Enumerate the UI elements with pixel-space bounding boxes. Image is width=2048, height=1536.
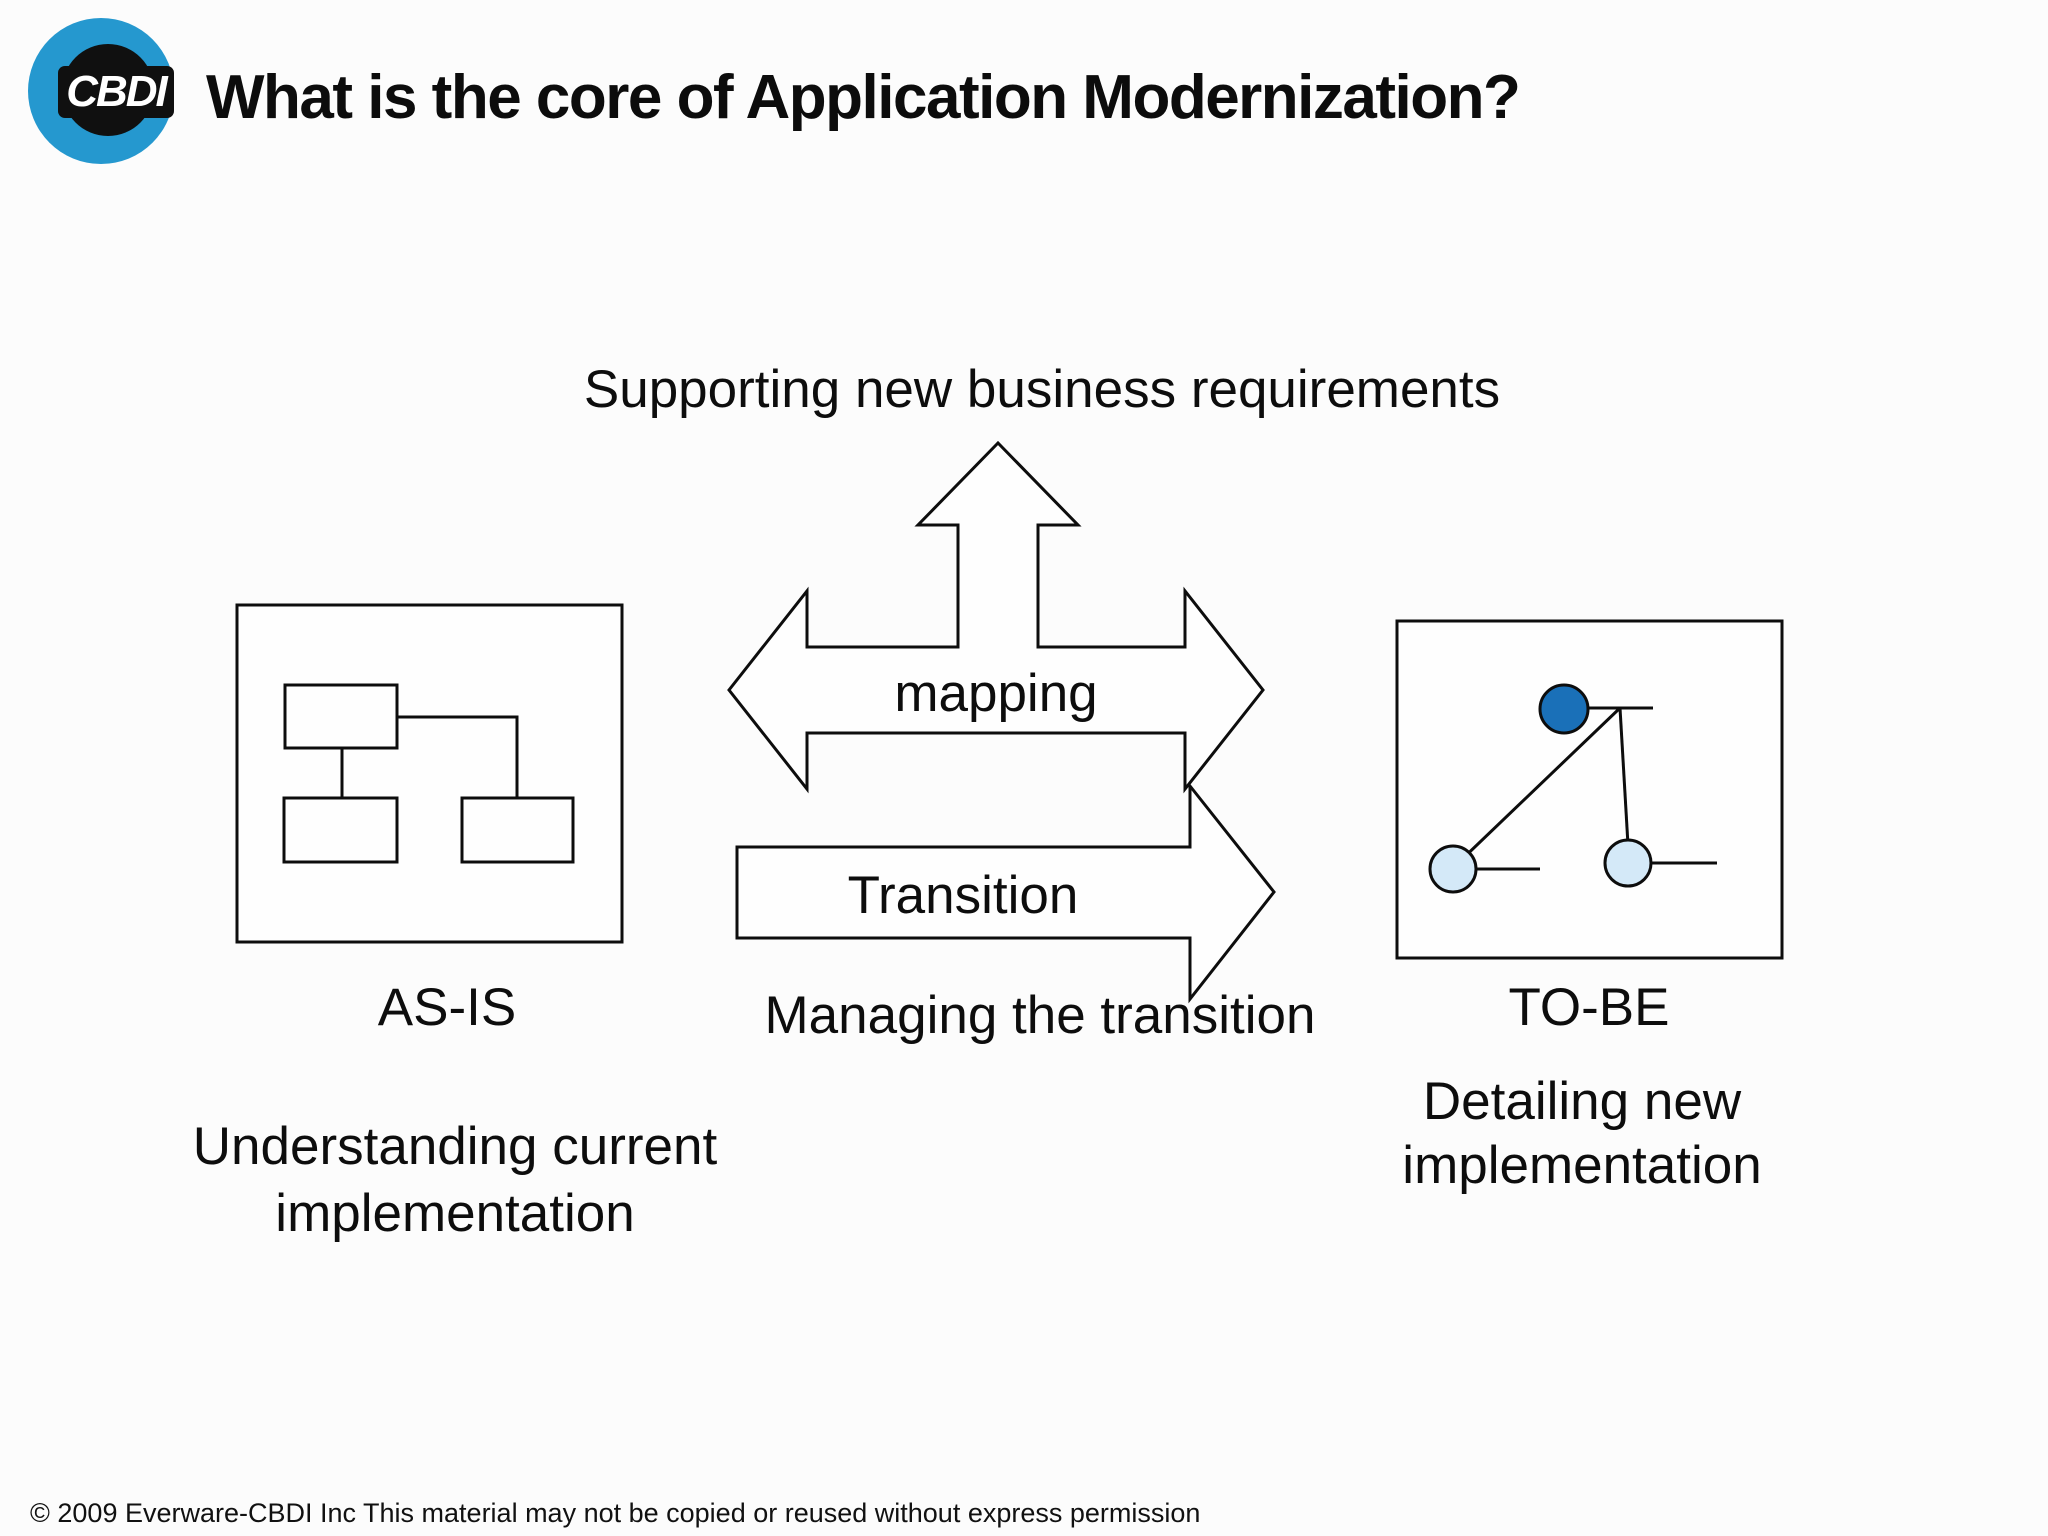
as-is-caption-line2: implementation [275,1183,635,1243]
transition-arrow-label: Transition [847,866,1079,925]
top-caption: Supporting new business requirements [583,360,1501,419]
to-be-node-dark [1538,683,1590,735]
as-is-node-top [283,683,399,750]
transition-arrow [735,781,1276,1004]
as-is-node-bottom-left [282,796,399,864]
as-is-caption-line1: Understanding current [192,1117,718,1176]
to-be-caption-line2: implementation [1402,1135,1762,1195]
to-be-outer-rect [1395,619,1784,960]
page-title: What is the core of Application Moderniz… [206,63,1521,132]
as-is-connector-elbow [397,715,519,798]
copyright-footer: © 2009 Everware-CBDI Inc This material m… [30,1498,1201,1528]
transition-caption: Managing the transition [764,986,1316,1045]
to-be-node-light-left [1428,844,1478,894]
to-be-label: TO-BE [1508,978,1670,1037]
mapping-arrow [727,440,1265,794]
to-be-caption: Detailing new implementation [1282,1070,1882,1197]
to-be-link-diagonal [1453,706,1622,868]
as-is-label: AS-IS [377,978,517,1037]
logo-text: CBDI [66,67,168,116]
logo-text-strip: CBDI [58,66,174,118]
cbdi-logo: CBDI [0,0,200,180]
as-is-node-bottom-right [460,796,575,864]
to-be-caption-line1: Detailing new [1422,1072,1742,1131]
as-is-box [235,603,624,944]
to-be-box [1395,619,1784,960]
to-be-link-vertical [1618,707,1630,846]
mapping-arrow-label: mapping [894,664,1098,723]
to-be-node-light-right [1603,838,1653,888]
as-is-caption: Understanding current implementation [155,1114,755,1248]
as-is-outer-rect [235,603,624,944]
